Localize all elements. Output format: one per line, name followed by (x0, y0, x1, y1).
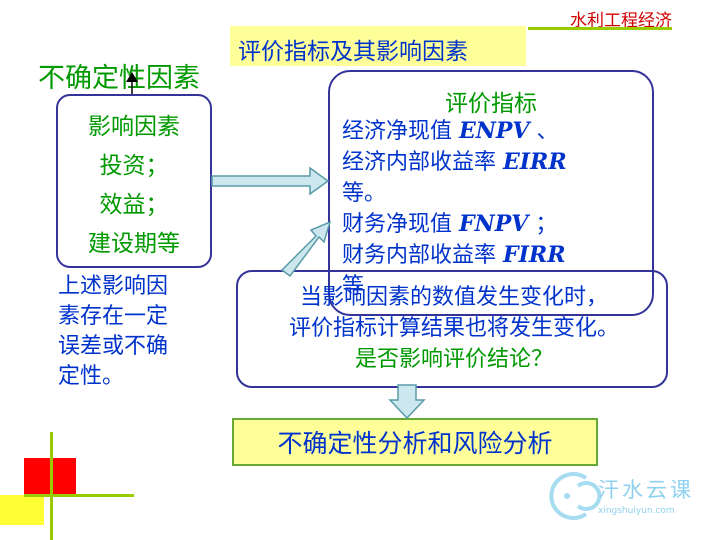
logo: 汗水云课 xingshuiyun.com (598, 474, 694, 516)
note-line: 素存在一定 (58, 304, 169, 329)
indicator-line: 等 (342, 274, 365, 299)
header-rule (528, 27, 672, 30)
factors-content: 影响因素 投资； 效益； 建设期等 (58, 108, 210, 264)
title-highlight (230, 26, 526, 66)
slide-title: 评价指标及其影响因素 (238, 39, 468, 65)
change-box (236, 270, 668, 388)
note-line: 上述影响因 (58, 274, 169, 299)
down-arrow-change-to-result (388, 384, 426, 420)
indicator-line: 经济净现值 ENPV 、 (342, 118, 559, 144)
note-line: 定性。 (58, 364, 125, 389)
indicators-box (328, 70, 654, 316)
note-line: 误差或不确 (58, 334, 169, 359)
logo-icon (549, 472, 602, 520)
change-line: 当影响因素的数值发生变化时， (299, 285, 608, 310)
indicators-list: 经济净现值 ENPV 、 经济内部收益率 EIRR 等。 财务净现值 FNPV … (342, 116, 567, 302)
indicator-line: 经济内部收益率 EIRR (342, 149, 567, 175)
factor-item: 投资； (99, 153, 169, 179)
uncertainty-heading: 不确定性因素 (38, 63, 200, 94)
indicator-line: 财务内部收益率 FIRR (342, 242, 566, 268)
logo-name: 汗水云课 (598, 478, 694, 502)
uncertainty-note: 上述影响因 素存在一定 误差或不确 定性。 (58, 272, 206, 392)
factor-item: 建设期等 (88, 231, 180, 257)
diagonal-arrow-change-to-indicators (280, 220, 332, 278)
right-arrow-factors-to-indicators (211, 166, 330, 196)
change-question: 是否影响评价结论？ (354, 347, 553, 372)
indicator-line: 财务净现值 FNPV ； (342, 211, 558, 237)
factors-box (56, 94, 212, 268)
change-line: 评价指标计算结果也将发生变化。 (288, 316, 619, 341)
up-arrow-to-heading (126, 72, 138, 94)
result-highlight (232, 418, 598, 466)
course-label: 水利工程经济 (570, 11, 672, 31)
logo-url: xingshuiyun.com (598, 506, 675, 516)
factors-heading: 影响因素 (88, 114, 180, 140)
indicators-heading: 评价指标 (445, 91, 537, 117)
change-content: 当影响因素的数值发生变化时， 评价指标计算结果也将发生变化。 是否影响评价结论？ (246, 282, 662, 375)
factor-item: 效益； (99, 192, 169, 218)
result-label: 不确定性分析和风险分析 (277, 429, 553, 458)
indicator-line: 等。 (342, 181, 387, 206)
corner-decoration (0, 432, 134, 540)
